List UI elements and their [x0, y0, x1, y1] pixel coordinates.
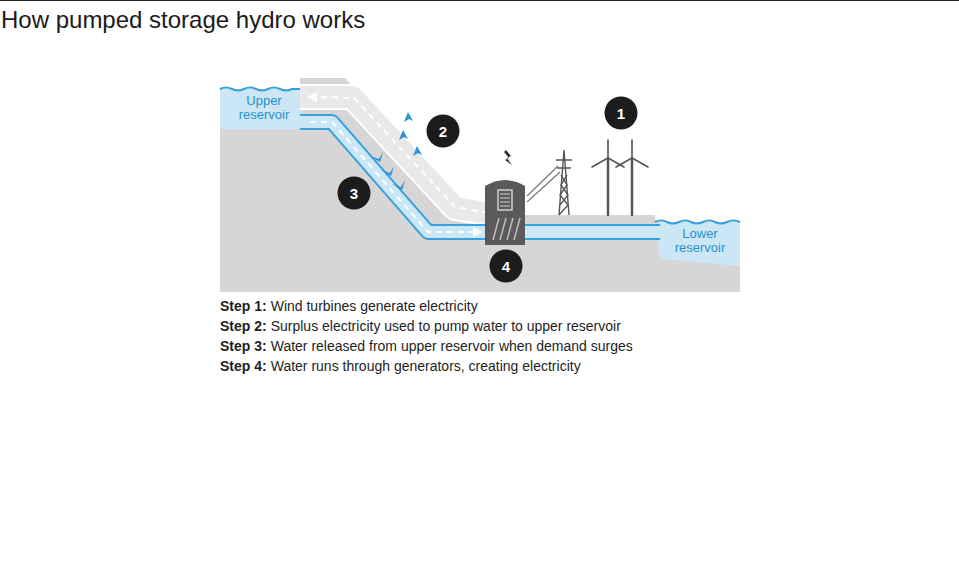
step-number: Step 2:	[220, 318, 267, 334]
lower-water	[655, 222, 740, 266]
callout-circle: 3	[337, 176, 371, 210]
step-line: Step 4:Water runs through generators, cr…	[220, 358, 581, 374]
power-station	[485, 150, 525, 245]
step-number: Step 4:	[220, 358, 267, 374]
reservoir-label: Upper reservoir	[229, 94, 299, 122]
step-text: Water released from upper reservoir when…	[271, 338, 633, 354]
step-number: Step 3:	[220, 338, 267, 354]
callout-number: 4	[489, 249, 523, 275]
top-rule	[0, 0, 959, 1]
callout-number: 3	[337, 176, 371, 202]
wind-turbines	[592, 140, 648, 215]
page-title: How pumped storage hydro works	[1, 6, 365, 34]
callout-circle: 2	[426, 114, 460, 148]
callout-circle: 4	[489, 249, 523, 283]
ground	[220, 78, 740, 292]
step-number: Step 1:	[220, 298, 267, 314]
step-line: Step 1:Wind turbines generate electricit…	[220, 298, 478, 314]
callout-circle: 1	[604, 96, 638, 130]
callout-number: 2	[426, 114, 460, 140]
step-text: Surplus electricity used to pump water t…	[271, 318, 621, 334]
pylon	[556, 150, 572, 215]
step-line: Step 3:Water released from upper reservo…	[220, 338, 633, 354]
reservoir-label: Lower reservoir	[665, 227, 735, 255]
step-line: Step 2:Surplus electricity used to pump …	[220, 318, 621, 334]
upper-water	[220, 89, 302, 129]
step-text: Water runs through generators, creating …	[271, 358, 581, 374]
step-text: Wind turbines generate electricity	[271, 298, 478, 314]
callout-number: 1	[604, 96, 638, 122]
